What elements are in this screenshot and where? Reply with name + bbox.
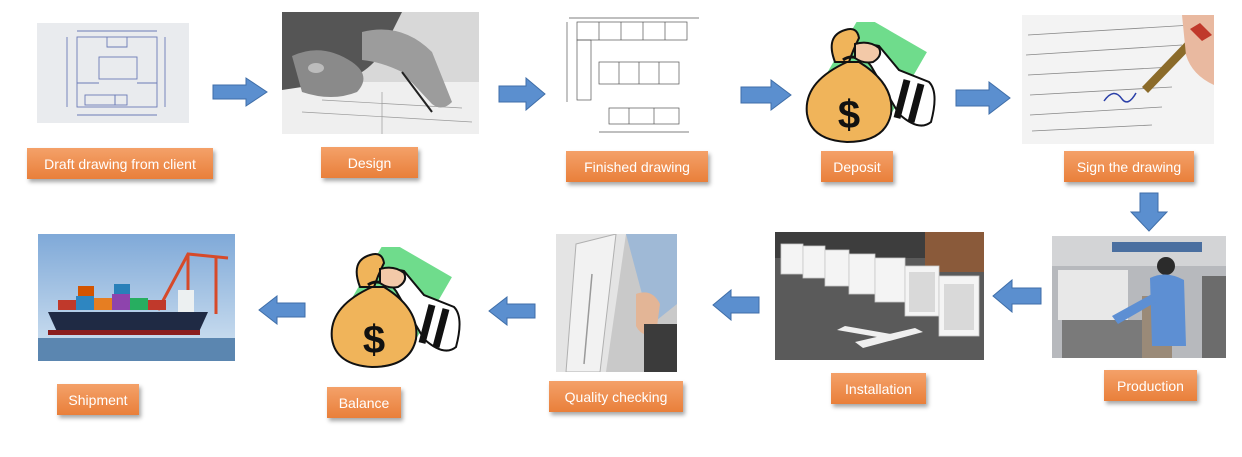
quality-checking-image: [556, 234, 677, 372]
step-label-deposit: Deposit: [821, 151, 893, 182]
arrow-right-icon: [740, 79, 792, 111]
installation-image: [775, 232, 984, 360]
arrow-down-icon: [1130, 192, 1168, 232]
arrow-right-icon: [212, 77, 268, 107]
production-image: [1052, 236, 1226, 358]
balance-dollar-sign: $: [363, 318, 385, 362]
deposit-money-bag-icon: $: [799, 22, 939, 146]
step-label-shipment: Shipment: [57, 384, 139, 415]
arrow-left-icon: [258, 295, 306, 325]
arrow-left-icon: [488, 296, 536, 326]
balance-money-bag-icon: $: [324, 247, 464, 371]
sign-drawing-image: [1022, 15, 1214, 144]
step-label-installation: Installation: [831, 373, 926, 404]
step-label-balance: Balance: [327, 387, 401, 418]
arrow-left-icon: [992, 279, 1042, 313]
deposit-dollar-sign: $: [838, 93, 860, 137]
step-label-draft-drawing: Draft drawing from client: [27, 148, 213, 179]
step-label-finished-drawing: Finished drawing: [566, 151, 708, 182]
draft-drawing-image: [37, 23, 189, 123]
arrow-right-icon: [498, 77, 546, 111]
finished-drawing-image: [559, 12, 718, 143]
step-label-sign-drawing: Sign the drawing: [1064, 151, 1194, 182]
design-image: [282, 12, 479, 134]
step-label-quality-checking: Quality checking: [549, 381, 683, 412]
arrow-left-icon: [712, 289, 760, 321]
arrow-right-icon: [955, 81, 1011, 115]
step-label-design: Design: [321, 147, 418, 178]
step-label-production: Production: [1104, 370, 1197, 401]
shipment-image: [38, 234, 235, 361]
